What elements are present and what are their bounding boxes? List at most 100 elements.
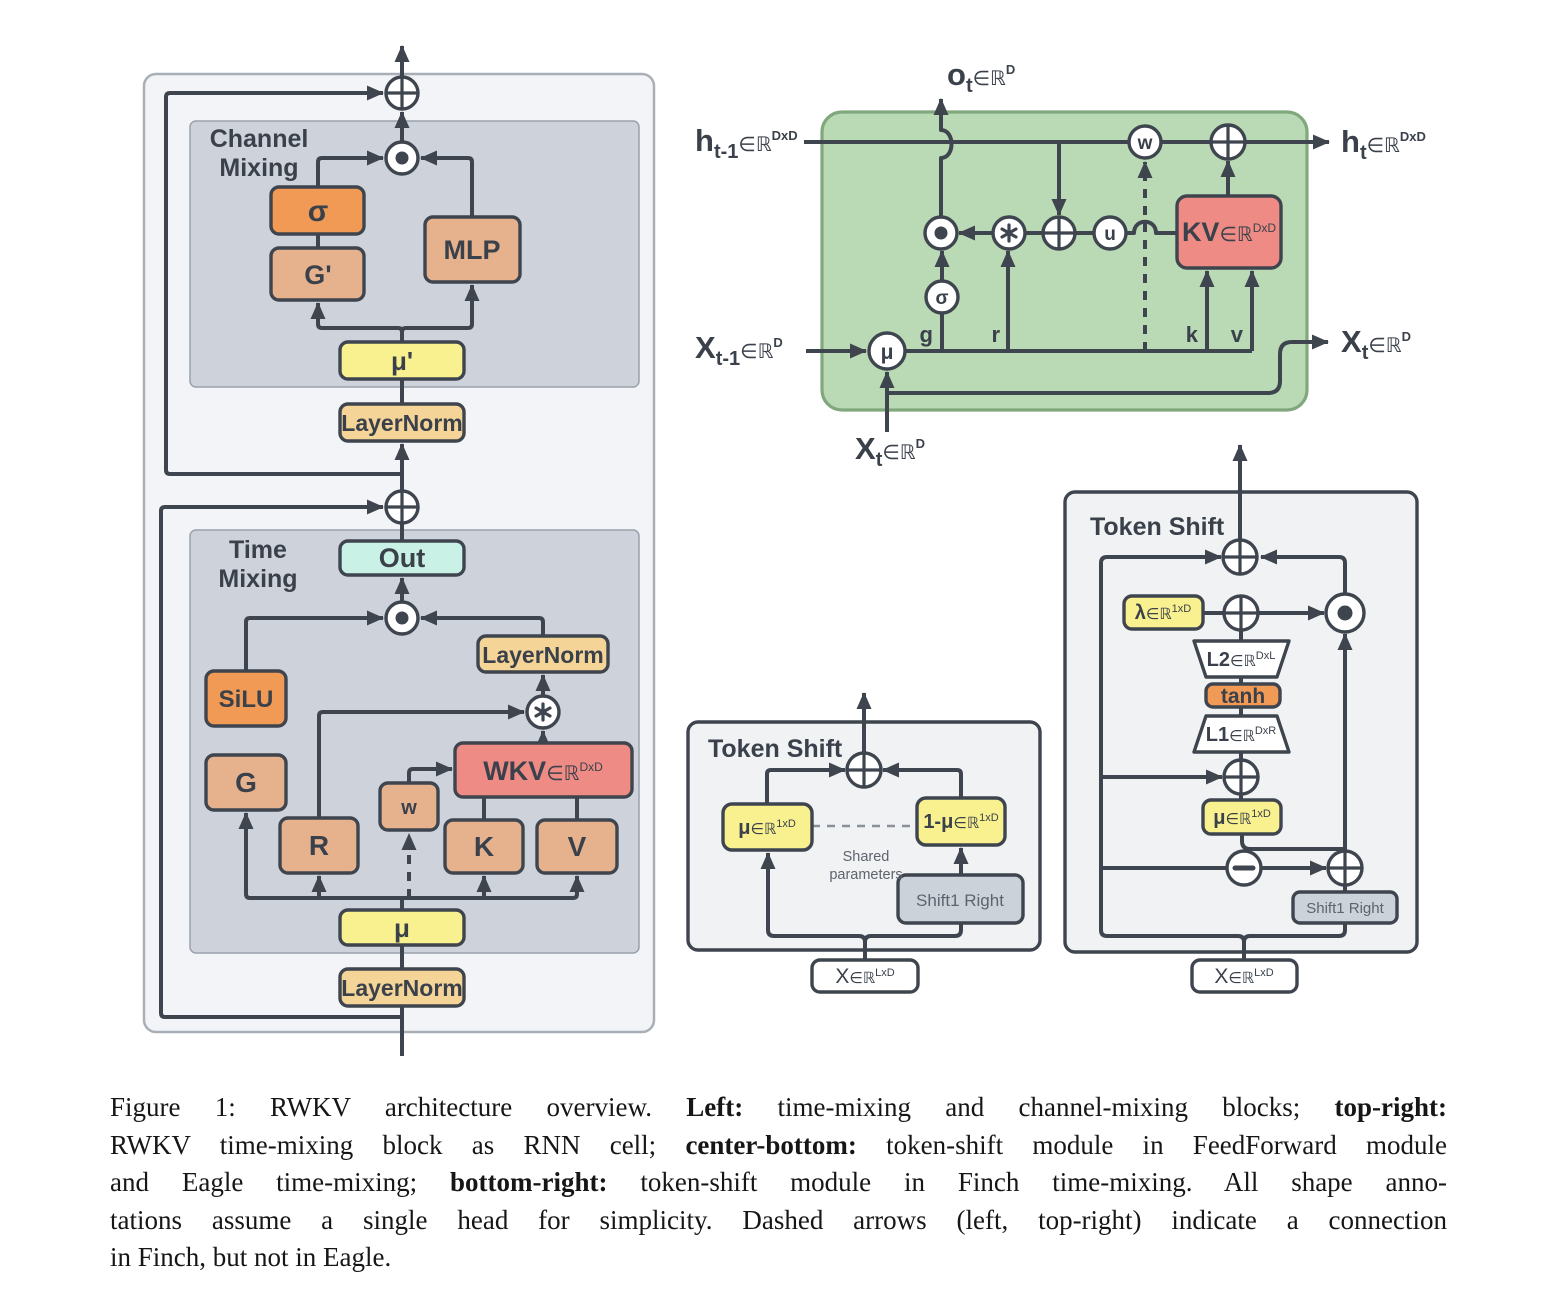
svg-text:L1∈ℝDxR: L1∈ℝDxR xyxy=(1206,724,1277,746)
channel-mixing-label2: Mixing xyxy=(219,154,298,182)
k-port-label: k xyxy=(1186,322,1199,347)
svg-text:LayerNorm: LayerNorm xyxy=(341,975,462,1001)
svg-text:LayerNorm: LayerNorm xyxy=(341,410,462,436)
finch-hadamard-operator xyxy=(1324,592,1366,634)
x-out-label: Xt∈ℝD xyxy=(1341,324,1411,364)
w-box: w xyxy=(378,781,440,832)
time-hadamard-operator xyxy=(384,600,420,636)
caption-line: tations assume a single head for simplic… xyxy=(110,1204,1447,1235)
cell-u-node: u xyxy=(1092,215,1128,251)
cell-hadamard-operator xyxy=(923,215,959,251)
figure-caption: Figure 1: RWKV architecture overview. Le… xyxy=(110,1089,1447,1277)
svg-text:Shift1 Right: Shift1 Right xyxy=(1306,900,1384,917)
mlp-box: MLP xyxy=(423,215,522,284)
silu-box: SiLU xyxy=(204,669,288,728)
h-next-label: ht∈ℝDxD xyxy=(1341,124,1426,164)
cell-w-node: w xyxy=(1127,124,1163,160)
svg-text:X∈ℝLxD: X∈ℝLxD xyxy=(1214,965,1273,988)
token-shift-ff-block: μ∈ℝ1xD 1-μ∈ℝ1xD Shift1 Right X∈ℝLxD Toke… xyxy=(686,692,1042,994)
svg-text:Shift1 Right: Shift1 Right xyxy=(916,891,1004,910)
svg-text:w: w xyxy=(1137,133,1153,154)
left-block: σ G' MLP μ' LayerNorm Out LayerNorm SiL xyxy=(142,45,656,1056)
finch-minus-operator xyxy=(1225,849,1263,887)
svg-text:K: K xyxy=(474,831,494,862)
cell-mu-node: μ xyxy=(867,331,907,371)
token-shift-finch-title: Token Shift xyxy=(1090,513,1225,541)
cell-h-add-operator xyxy=(1209,123,1247,161)
caption-line: and Eagle time-mixing; bottom-right: tok… xyxy=(110,1167,1448,1197)
channel-hadamard-operator xyxy=(384,140,420,176)
cell-multiply-operator xyxy=(991,215,1027,251)
time-mixing-label2: Mixing xyxy=(218,565,297,593)
k-box: K xyxy=(443,818,525,875)
svg-text:μ∈ℝ1xD: μ∈ℝ1xD xyxy=(738,817,796,839)
v-port-label: v xyxy=(1231,322,1244,347)
svg-text:μ: μ xyxy=(881,341,894,364)
finch-tanh-box: tanh xyxy=(1204,682,1282,709)
r-port-label: r xyxy=(991,322,1000,347)
svg-text:λ∈ℝ1xD: λ∈ℝ1xD xyxy=(1135,602,1192,624)
mu-prime-box: μ' xyxy=(338,340,466,381)
svg-text:μ∈ℝ1xD: μ∈ℝ1xD xyxy=(1213,807,1271,829)
layernorm-mid-box: LayerNorm xyxy=(476,634,610,674)
x-in-label: Xt∈ℝD xyxy=(855,431,925,471)
svg-text:w: w xyxy=(400,797,417,819)
caption-line: in Finch, but not in Eagle. xyxy=(110,1242,392,1272)
kv-box: KV∈ℝDxD xyxy=(1175,194,1283,270)
x-prev-label: Xt-1∈ℝD xyxy=(695,330,783,370)
caption-line: RWKV time-mixing block as RNN cell; cent… xyxy=(110,1129,1448,1160)
out-box: Out xyxy=(338,539,466,577)
h-prev-label: ht-1∈ℝDxD xyxy=(695,123,798,163)
finch-l2-trapezoid: L2∈ℝDxL xyxy=(1192,639,1291,679)
svg-text:X∈ℝLxD: X∈ℝLxD xyxy=(835,965,894,988)
svg-text:WKV∈ℝDxD: WKV∈ℝDxD xyxy=(483,756,603,786)
time-multiply-operator xyxy=(525,694,561,730)
finch-delta-add-operator xyxy=(1326,849,1364,887)
channel-mixing-label: Channel xyxy=(210,125,309,153)
left-connectors xyxy=(159,45,585,1056)
svg-text:Out: Out xyxy=(379,543,426,573)
finch-shift1-right-box: Shift1 Right xyxy=(1291,890,1399,925)
svg-text:L2∈ℝDxL: L2∈ℝDxL xyxy=(1207,649,1276,671)
svg-text:1-μ∈ℝ1xD: 1-μ∈ℝ1xD xyxy=(923,811,998,833)
svg-text:KV∈ℝDxD: KV∈ℝDxD xyxy=(1182,217,1276,247)
ff-one-minus-mu-box: 1-μ∈ℝ1xD xyxy=(915,796,1007,847)
svg-text:tanh: tanh xyxy=(1221,685,1265,708)
layernorm-top-box: LayerNorm xyxy=(338,402,466,443)
ff-mu-box: μ∈ℝ1xD xyxy=(721,802,814,852)
finch-mu-box: μ∈ℝ1xD xyxy=(1201,798,1283,836)
finch-l1-trapezoid: L1∈ℝDxR xyxy=(1192,714,1291,754)
finch-x-input-box: X∈ℝLxD xyxy=(1190,958,1299,994)
mu-box: μ xyxy=(338,908,466,947)
svg-text:μ: μ xyxy=(394,913,410,943)
shared-parameters-label: Shared xyxy=(843,849,890,865)
r-box: R xyxy=(278,816,360,875)
ff-connectors xyxy=(760,692,969,959)
finch-lambda-box: λ∈ℝ1xD xyxy=(1122,594,1205,631)
g-port-label: g xyxy=(920,322,933,347)
token-shift-finch-block: λ∈ℝ1xD L2∈ℝDxL tanh L1∈ℝDxR μ∈ℝ1xD Shift… xyxy=(1063,444,1419,994)
o-t-label: ot∈ℝD xyxy=(947,57,1015,97)
cell-sigma-node: σ xyxy=(924,279,960,315)
g-prime-box: G' xyxy=(269,246,366,302)
svg-text:R: R xyxy=(309,830,329,861)
svg-text:LayerNorm: LayerNorm xyxy=(482,642,603,668)
finch-lora-add-operator xyxy=(1222,758,1260,796)
shared-parameters-label2: parameters xyxy=(829,867,902,883)
cell-add-operator xyxy=(1041,215,1077,251)
sigma-box: σ xyxy=(269,185,366,236)
cell-connectors xyxy=(804,98,1330,432)
wkv-box: WKV∈ℝDxD xyxy=(453,741,634,799)
caption-line: Figure 1: RWKV architecture overview. Le… xyxy=(110,1092,1447,1122)
svg-text:MLP: MLP xyxy=(444,235,501,265)
svg-text:G': G' xyxy=(304,260,331,290)
ff-add-operator xyxy=(845,751,883,789)
rnn-cell-block: u w σ μ KV∈ℝDxD g r k v ot∈ℝD ht-1∈ℝDxD … xyxy=(695,57,1426,471)
svg-text:σ: σ xyxy=(308,195,329,228)
svg-text:G: G xyxy=(235,767,257,798)
layernorm-bottom-box: LayerNorm xyxy=(338,967,466,1008)
finch-top-add-operator xyxy=(1221,538,1259,576)
svg-text:V: V xyxy=(568,831,587,862)
